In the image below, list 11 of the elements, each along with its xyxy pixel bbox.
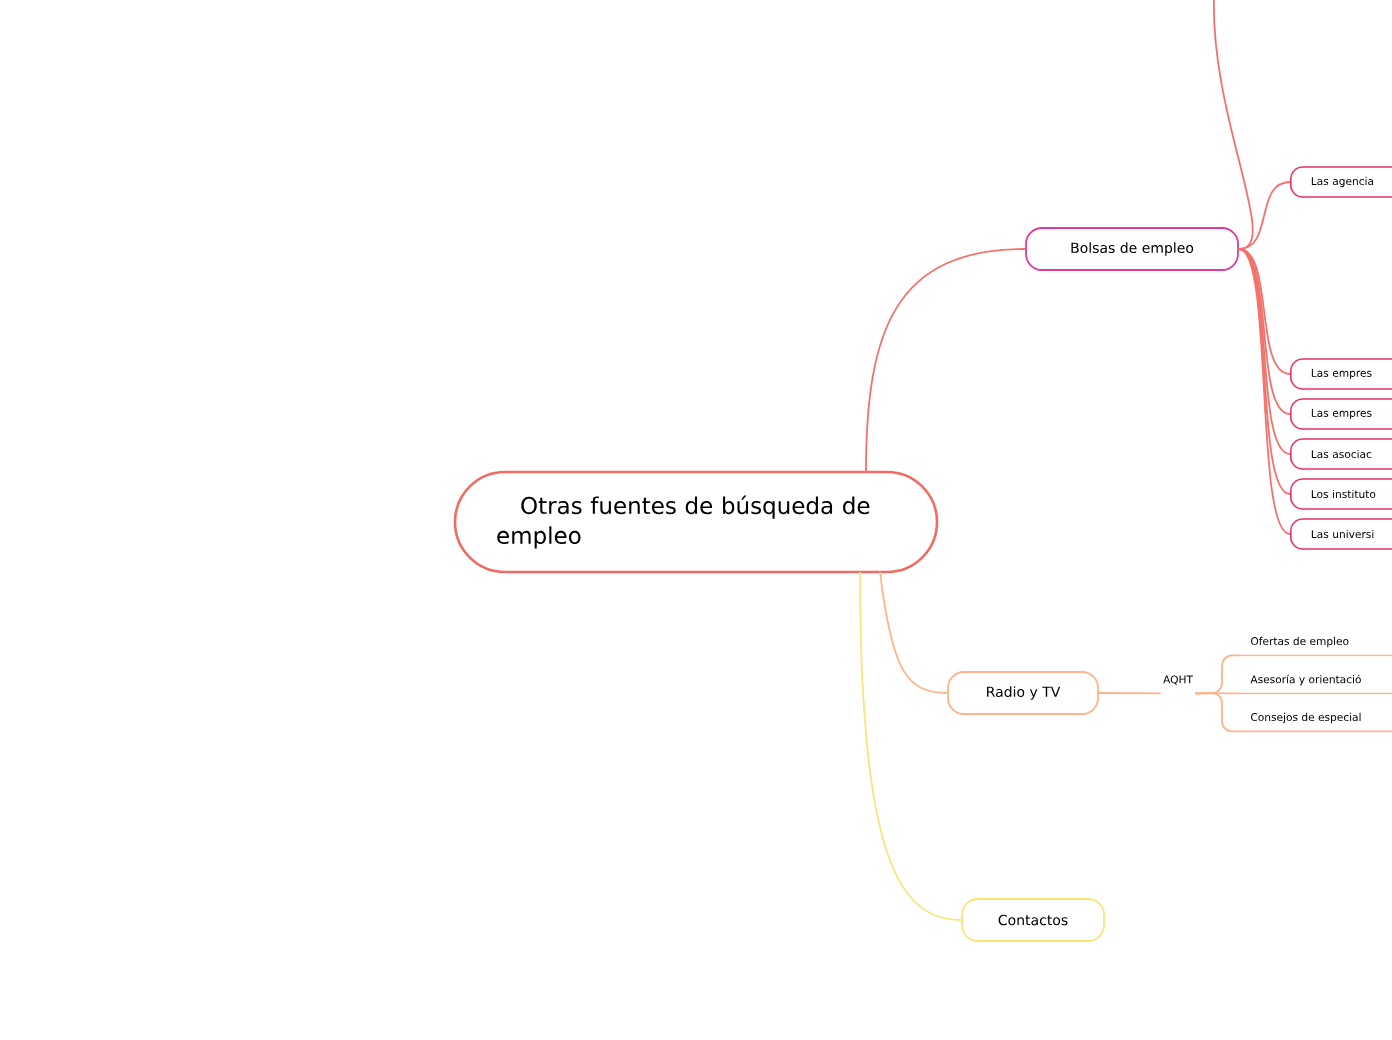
connector bbox=[865, 248, 1026, 473]
topic-box: Otras fuentes de búsqueda de empleo bbox=[453, 470, 939, 574]
connector bbox=[1213, 0, 1254, 250]
connector bbox=[1238, 248, 1291, 375]
connector bbox=[1238, 181, 1291, 250]
connector bbox=[859, 571, 962, 921]
connector bbox=[1194, 692, 1241, 733]
connector bbox=[1238, 248, 1291, 415]
connector bbox=[879, 571, 948, 694]
connector bbox=[1238, 248, 1291, 455]
connector bbox=[1098, 692, 1162, 695]
